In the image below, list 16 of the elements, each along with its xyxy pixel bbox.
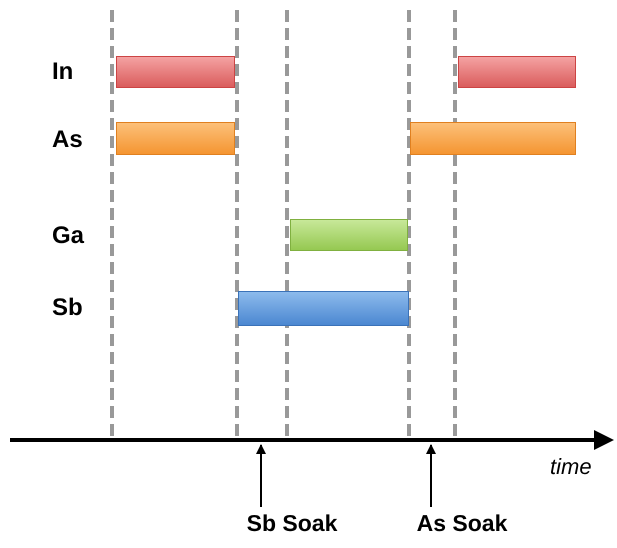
shutter-bar (458, 56, 576, 88)
time-axis (10, 430, 614, 450)
row-label: In (52, 58, 74, 86)
arrow (426, 444, 436, 507)
row-label: Ga (52, 222, 84, 250)
shutter-bar (116, 122, 235, 155)
annotation-label: As Soak (416, 510, 508, 537)
shutter-bar (116, 56, 235, 88)
arrow (256, 444, 266, 507)
axis-label: time (550, 454, 592, 480)
shutter-bar (410, 122, 576, 155)
shutter-bar (238, 291, 409, 326)
shutter-bar (290, 219, 408, 251)
annotation-label: Sb Soak (246, 510, 338, 537)
row-label: As (52, 126, 83, 154)
row-label: Sb (52, 294, 83, 322)
